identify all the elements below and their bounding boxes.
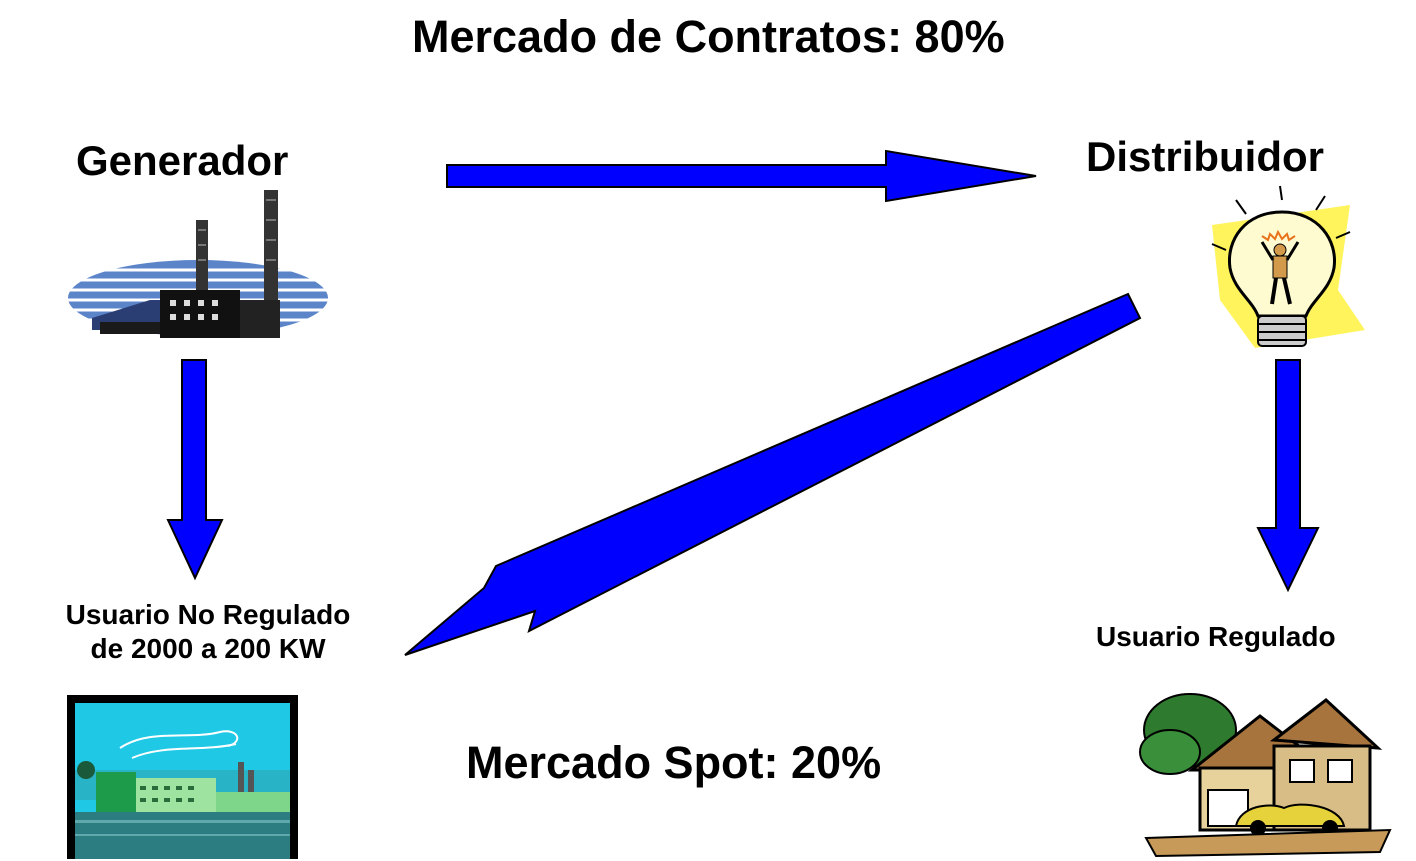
arrow-distributor-to-regulated (1256, 359, 1320, 593)
arrow-distributor-to-non-regulated (404, 292, 1142, 656)
arrow-generator-to-distributor (446, 149, 1037, 203)
light-bulb-icon (1211, 185, 1365, 348)
generator-label: Generador (76, 137, 289, 184)
arrow-generator-to-non-regulated (166, 359, 224, 581)
title-contracts-market: Mercado de Contratos: 80% (412, 11, 1005, 62)
power-plant-icon (68, 190, 328, 338)
house-icon (1139, 693, 1392, 858)
regulated-user-label: Usuario Regulado (1096, 621, 1336, 652)
non-regulated-user-label: Usuario No Regulado de 2000 a 200 KW (12, 598, 404, 665)
distributor-label: Distribuidor (1086, 133, 1324, 180)
non-regulated-user-line2: de 2000 a 200 KW (90, 632, 326, 664)
title-spot-market: Mercado Spot: 20% (466, 737, 882, 788)
factory-icon (67, 695, 298, 859)
non-regulated-user-line1: Usuario No Regulado (65, 599, 351, 630)
